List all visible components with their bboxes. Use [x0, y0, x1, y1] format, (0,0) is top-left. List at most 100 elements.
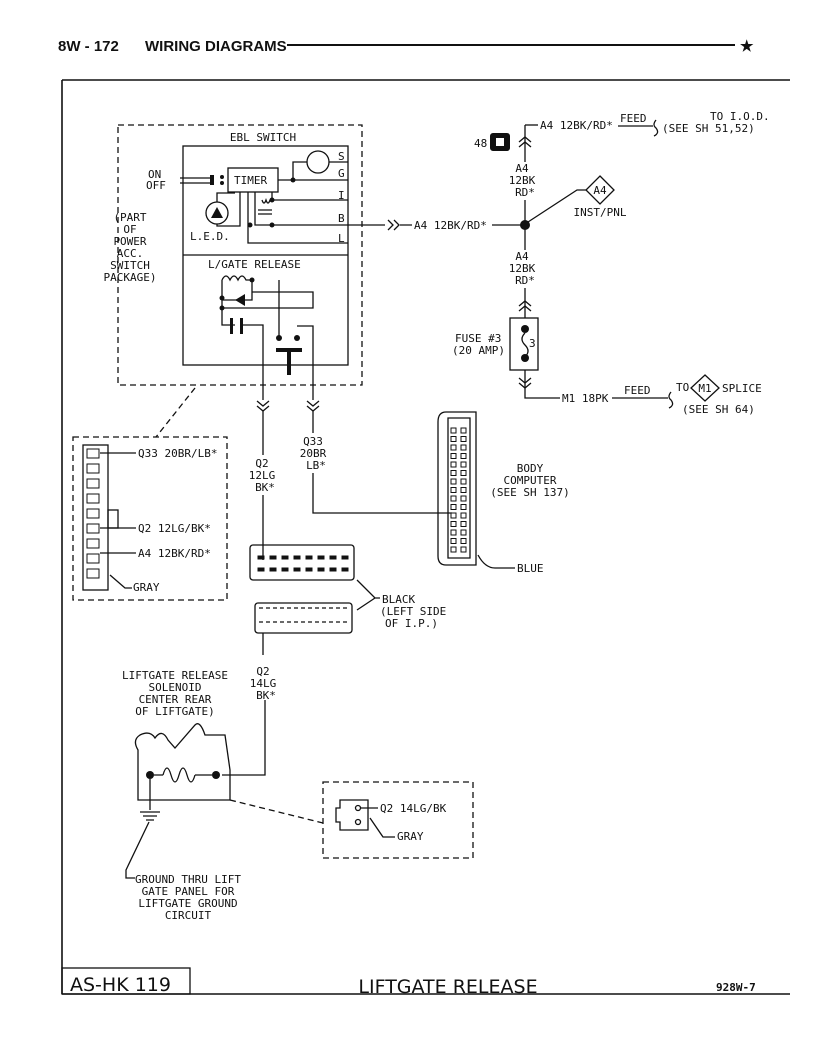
pin	[460, 478, 467, 485]
pin	[257, 567, 265, 572]
cavity	[86, 523, 100, 534]
on-label: ON	[148, 168, 161, 181]
pin-g: G	[338, 167, 345, 180]
pin	[460, 453, 467, 459]
svg-text:GROUND THRU LIFT: GROUND THRU LIFT	[135, 873, 241, 886]
svg-text:3: 3	[529, 337, 536, 350]
pin	[460, 546, 467, 553]
pin	[450, 512, 457, 519]
inst-diamond	[585, 175, 615, 205]
svg-text:12LG: 12LG	[249, 469, 276, 482]
cavity	[86, 508, 100, 519]
pin	[450, 529, 457, 536]
m1-see-label: (SEE SH 64)	[682, 403, 755, 416]
svg-text:BK*: BK*	[255, 481, 275, 494]
pin	[450, 478, 457, 485]
svg-text:BLACK: BLACK	[382, 593, 415, 606]
svg-text:(PART: (PART	[113, 211, 146, 224]
svg-text:SWITCH: SWITCH	[110, 259, 150, 272]
switch-knob-icon	[180, 177, 210, 184]
pin	[341, 567, 349, 572]
svg-text:A4 12BK/RD*: A4 12BK/RD*	[138, 547, 211, 560]
led-label: L.E.D.	[190, 230, 230, 243]
svg-text:RD*: RD*	[515, 186, 535, 199]
svg-text:A4: A4	[515, 162, 529, 175]
blue-label: BLUE	[517, 562, 544, 575]
footer-ref: 928W-7	[716, 981, 756, 994]
svg-text:CENTER REAR: CENTER REAR	[139, 693, 212, 706]
page-number: 8W - 172	[58, 38, 119, 55]
pin	[460, 487, 467, 493]
svg-text:TO: TO	[676, 381, 689, 394]
pin	[460, 436, 467, 442]
svg-text:LIFTGATE GROUND: LIFTGATE GROUND	[138, 897, 237, 910]
fuse-label: FUSE #3	[455, 332, 501, 345]
svg-text:Q2: Q2	[256, 665, 269, 678]
svg-text:Q33: Q33	[303, 435, 323, 448]
pin-i: I	[338, 189, 345, 202]
inst-pnl-label: INST/PNL	[574, 206, 627, 219]
svg-text:BODY: BODY	[517, 462, 544, 475]
svg-text:BK*: BK*	[256, 689, 276, 702]
footer-code: AS-HK 119	[70, 974, 171, 996]
black-connector-pair: BLACK (LEFT SIDE OF I.P.)	[249, 544, 446, 634]
pin	[450, 444, 457, 451]
svg-text:GATE PANEL FOR: GATE PANEL FOR	[142, 885, 235, 898]
cavity	[86, 568, 100, 579]
svg-text:CIRCUIT: CIRCUIT	[165, 909, 212, 922]
iod-wire-label: A4 12BK/RD*	[540, 119, 613, 132]
motor-icon	[306, 150, 330, 174]
svg-text:POWER: POWER	[113, 235, 146, 248]
pin	[460, 461, 467, 468]
pin	[450, 453, 457, 459]
liftgate-solenoid	[125, 723, 231, 879]
pin	[450, 427, 457, 434]
m1-splice-diamond	[690, 374, 720, 402]
svg-text:12BK: 12BK	[509, 174, 536, 187]
solenoid-label: LIFTGATE RELEASE SOLENOID CENTER REAR OF…	[122, 669, 228, 718]
iod-feed-label: FEED	[620, 112, 647, 125]
pin	[460, 470, 467, 476]
pin	[293, 555, 301, 560]
pin	[460, 521, 467, 527]
svg-text:GRAY: GRAY	[397, 830, 424, 843]
pin	[450, 546, 457, 553]
svg-text:LIFTGATE RELEASE: LIFTGATE RELEASE	[122, 669, 228, 682]
pin	[450, 495, 457, 502]
pin	[317, 555, 325, 560]
fuse-rating: (20 AMP)	[452, 344, 505, 357]
star-icon: ★	[740, 38, 754, 55]
svg-text:GRAY: GRAY	[133, 581, 160, 594]
cavity	[86, 478, 100, 489]
svg-text:SOLENOID: SOLENOID	[149, 681, 202, 694]
pin	[293, 567, 301, 572]
pin	[460, 512, 467, 519]
ground-icon	[140, 779, 160, 821]
splice-junction	[520, 220, 530, 230]
pin	[450, 538, 457, 544]
pin	[269, 555, 277, 560]
pin	[450, 504, 457, 510]
pin	[450, 521, 457, 527]
svg-text:A4: A4	[593, 184, 607, 197]
gray-connector-detail: Q2 14LG/BK GRAY	[229, 781, 474, 859]
pin	[460, 427, 467, 434]
cavity	[86, 493, 100, 504]
m1-feed-label: FEED	[624, 384, 651, 397]
a4-trunk: A4 12BK/RD* FEED TO I.O.D. (SEE SH 51,52…	[452, 110, 770, 416]
ebl-connector-detail: Q33 20BR/LB* Q2 12LG/BK* A4 12BK/RD* GRA…	[72, 387, 228, 601]
cavity	[86, 538, 100, 549]
pin-l: L	[338, 232, 345, 245]
package-note: (PART OF POWER ACC. SWITCH PACKAGE)	[104, 211, 157, 284]
svg-text:20BR: 20BR	[300, 447, 327, 460]
pin	[450, 436, 457, 442]
connector-48-label: 48	[474, 137, 487, 150]
pin	[257, 555, 265, 560]
pin	[460, 529, 467, 536]
svg-text:14LG: 14LG	[250, 677, 277, 690]
body-computer-connector: BODY COMPUTER (SEE SH 137) BLUE	[437, 411, 570, 575]
pin-s: S	[338, 150, 345, 163]
splice-label: SPLICE	[722, 382, 762, 395]
svg-text:(SEE SH 137): (SEE SH 137)	[490, 486, 569, 499]
